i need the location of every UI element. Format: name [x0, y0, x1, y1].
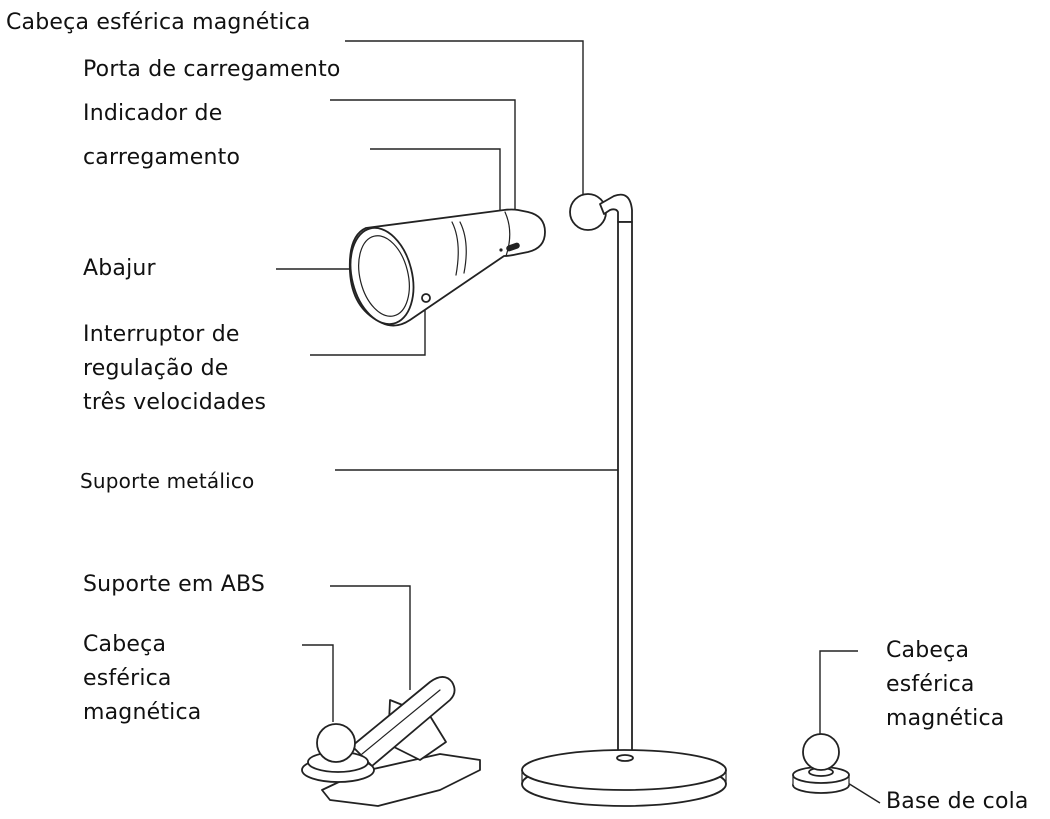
- leader-abs-holder: [330, 585, 411, 690]
- label-charging-indicator-line-2: carregamento: [83, 145, 241, 170]
- label-ball-head-base: Cabeça esférica magnética: [886, 634, 1004, 736]
- label-ball-head-clip-line-3: magnética: [83, 700, 202, 725]
- label-dimmer-switch-line-2: regulação de: [83, 356, 229, 381]
- adhesive-base-drawing: [792, 733, 850, 794]
- label-charging-indicator: Indicador de carregamento: [83, 97, 240, 175]
- label-ball-head-clip-line-2: esférica: [83, 666, 172, 691]
- leader-charging-port: [330, 99, 516, 242]
- label-ball-head-clip: Cabeça esférica magnética: [83, 628, 201, 730]
- label-glue-base: Base de cola: [886, 789, 1029, 814]
- label-charging-indicator-line-1: Indicador de: [83, 101, 223, 126]
- leader-lines: [276, 40, 881, 804]
- label-ball-head-clip-line-1: Cabeça: [83, 632, 167, 657]
- leader-ball-head-base: [819, 650, 858, 735]
- label-ball-head-base-line-2: esférica: [886, 672, 975, 697]
- metal-stand-drawing: [521, 193, 727, 807]
- leader-dimmer-switch: [310, 303, 426, 356]
- leader-ball-head-clip: [302, 644, 334, 722]
- label-abs-holder: Suporte em ABS: [83, 572, 266, 597]
- abs-clip-drawing: [301, 676, 481, 807]
- label-lampshade: Abajur: [83, 256, 156, 281]
- label-metal-stand: Suporte metálico: [80, 469, 255, 493]
- label-dimmer-switch: Interruptor de regulação de três velocid…: [83, 318, 266, 420]
- label-ball-head-base-line-1: Cabeça: [886, 638, 970, 663]
- label-ball-head-base-line-3: magnética: [886, 706, 1005, 731]
- leader-ball-head-top: [345, 40, 584, 198]
- lamp-head-drawing: [348, 208, 546, 327]
- label-dimmer-switch-line-1: Interruptor de: [83, 322, 240, 347]
- label-ball-head-top: Cabeça esférica magnética: [6, 10, 311, 35]
- label-dimmer-switch-line-3: três velocidades: [83, 390, 267, 415]
- label-charging-port: Porta de carregamento: [83, 57, 341, 82]
